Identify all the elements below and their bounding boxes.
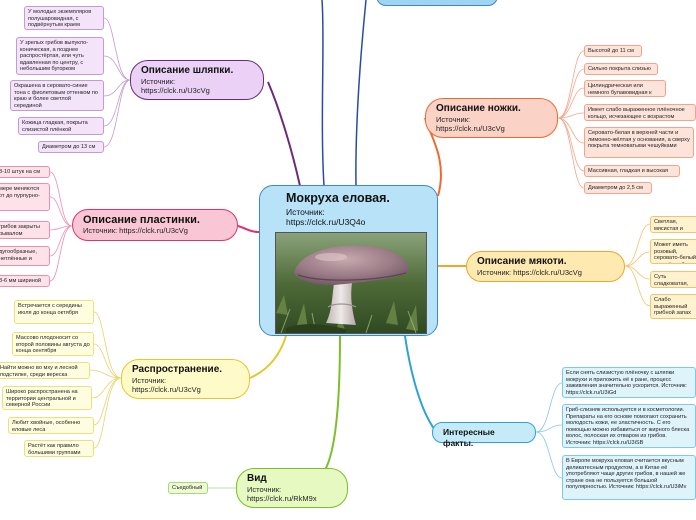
central-topic-node[interactable]: Мокруха еловая. Источник: https://clck.r… [259,185,438,336]
cap-leaf[interactable]: У зрелых грибов выпукло-коническая, а по… [16,37,104,75]
branch-source-link[interactable]: Источник: https://clck.ru/U3cVg [83,226,188,235]
central-source-link[interactable]: https://clck.ru/U3Q4o [286,217,366,227]
distribution-leaf[interactable]: Любит хвойные, особенно еловые леса [8,417,94,434]
branch-source-label: Источник: [247,485,282,494]
distribution-leaf[interactable]: Массово плодоносит со второй половины ав… [12,332,94,356]
branch-source-link[interactable]: Источник: https://clck.ru/U3cVg [477,268,582,277]
distribution-leaf[interactable]: Найти можно во мху и лесной подстилке, с… [0,362,90,379]
plates-leaf[interactable]: дугообразные, нетлённые и [0,246,50,266]
fact-leaf[interactable]: В Европе мокруха еловая считается вкусны… [562,455,696,500]
branch-distribution[interactable]: Распространение. Источник: https://clck.… [121,359,250,399]
branch-source-link[interactable]: https://clck.ru/RkM9x [247,494,317,503]
stem-leaf[interactable]: Серовато-белая в верхней части и лимонно… [584,127,694,158]
central-source: Источник: https://clck.ru/U3Q4o [286,207,366,227]
stem-leaf[interactable]: Массивная, гладкая и высокая [584,165,680,177]
cap-leaf[interactable]: У молодых экземпляров полушаровидная, с … [24,6,104,30]
branch-title: Описание пластинки. [83,214,200,226]
stem-leaf[interactable]: Высотой до 11 см [584,45,642,57]
distribution-leaf[interactable]: Широко распространена на территории цент… [2,386,92,410]
flesh-leaf[interactable]: Суть сладковатая, кисловатый привкус [650,271,696,288]
cap-leaf[interactable]: Диаметром до 13 см [38,141,104,153]
plates-leaf[interactable]: грибов закрыты рывалом [0,221,50,239]
plates-leaf[interactable]: мере меняются от до пурпурно- [0,183,50,211]
fact-leaf[interactable]: Гриб-слизняк используется и в косметолог… [562,404,696,448]
plates-leaf[interactable]: 8-10 штук на см [0,166,50,178]
branch-title: Описание шляпки. [141,65,234,76]
plates-leaf[interactable]: 3-6 мм шириной [0,275,50,287]
central-title: Мокруха еловая. [286,191,390,205]
branch-title: Распространение. [132,364,223,375]
distribution-leaf[interactable]: Растёт как правило большими группами [24,440,94,457]
mushroom-image [276,233,426,333]
stem-leaf[interactable]: Имеет слабо выраженное плёночное кольцо,… [584,104,696,121]
stem-leaf[interactable]: Сильно покрыта слизью [584,63,658,75]
branch-species[interactable]: Вид Источник: https://clck.ru/RkM9x [236,468,348,508]
branch-title: Описание мякоти. [477,256,567,267]
branch-stem-description[interactable]: Описание ножки. Источник: https://clck.r… [425,98,558,138]
cap-leaf[interactable]: Кожица гладкая, покрыта слизистой плёнко… [18,117,104,135]
stem-leaf[interactable]: Диаметром до 2,5 см [584,182,652,194]
distribution-leaf[interactable]: Встречается с середины июля до конца окт… [14,300,94,324]
branch-title: Описание ножки. [436,103,521,114]
branch-source-link[interactable]: https://clck.ru/U3cVg [132,385,201,394]
branch-source-link[interactable]: https://clck.ru/U3cVg [436,124,505,133]
branch-plates-description[interactable]: Описание пластинки. Источник: https://cl… [72,209,238,241]
branch-title: Вид [247,473,267,484]
flesh-leaf[interactable]: Слабо выраженный грибной запах [650,294,696,319]
cap-leaf[interactable]: Окрашена в серовато-синие тона с фиолето… [10,80,104,111]
species-leaf[interactable]: Съедобный [168,482,208,494]
branch-source-label: Источник: [436,115,471,124]
flesh-leaf[interactable]: Светлая, мясистая и хрупкая [650,216,696,233]
fact-leaf[interactable]: Если снять слизистую плёночку с шляпки м… [562,367,696,398]
stem-leaf[interactable]: Цилиндрическая или немного булавовидная … [584,80,666,97]
mushroom-photo [275,232,427,334]
top-branch-node[interactable] [376,0,498,6]
branch-title: Интересные факты. [443,427,495,448]
flesh-leaf[interactable]: Может иметь розовый, серовато-белый или … [650,239,696,264]
branch-source-label: Источник: [132,376,167,385]
branch-interesting-facts[interactable]: Интересные факты. [432,422,536,448]
branch-flesh-description[interactable]: Описание мякоти. Источник: https://clck.… [466,251,625,282]
branch-source-label: Источник: [141,77,176,86]
branch-source-link[interactable]: https://clck.ru/U3cVg [141,86,210,95]
branch-cap-description[interactable]: Описание шляпки. Источник: https://clck.… [130,60,264,100]
